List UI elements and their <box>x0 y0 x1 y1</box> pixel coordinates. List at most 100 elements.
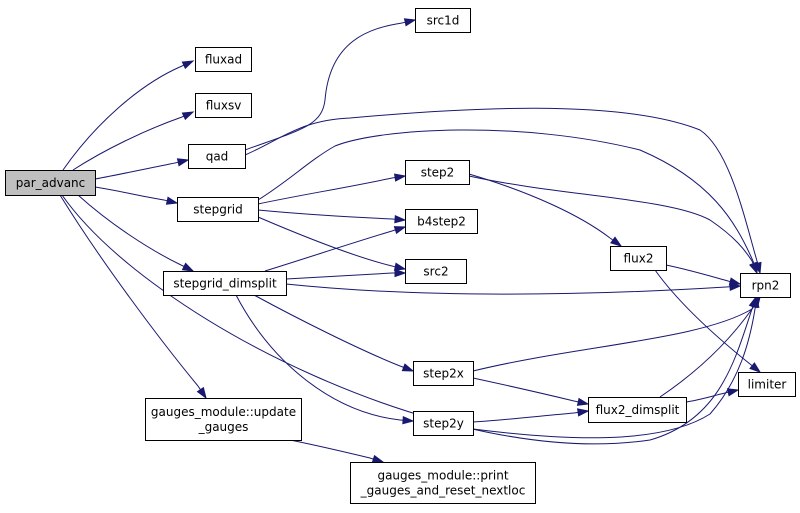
edge-line-end <box>574 412 578 413</box>
arrowhead-icon <box>729 278 740 285</box>
edge-step2y-to-flux2-dimsplit <box>473 409 588 422</box>
edge-line <box>258 210 392 219</box>
node-label: qad <box>206 150 229 164</box>
edge-line-end <box>198 386 201 390</box>
edge-gauges-update-to-gauges-print <box>290 440 383 462</box>
edge-par-advanc-to-gauges-update <box>60 195 206 398</box>
node-label: _gauges_and_reset_nextloc <box>360 484 526 498</box>
edge-line <box>469 174 610 238</box>
arrowhead-icon <box>402 364 413 371</box>
node-label: fluxsv <box>206 99 242 113</box>
edge-stepgrid-to-src2 <box>258 217 405 270</box>
node-label: rpn2 <box>752 279 780 293</box>
edge-line <box>63 66 182 170</box>
edge-flux2-dimsplit-to-limiter <box>686 389 738 402</box>
node-par-advanc[interactable]: par_advanc <box>6 171 96 196</box>
node-src1d[interactable]: src1d <box>416 9 471 33</box>
node-gauges-print[interactable]: gauges_module::print_gauges_and_reset_ne… <box>351 463 536 504</box>
node-label: stepgrid <box>193 203 242 217</box>
arrowhead-icon <box>182 112 193 119</box>
edge-par-advanc-to-fluxad <box>63 61 193 170</box>
edge-step2x-to-rpn2 <box>473 297 760 371</box>
arrowhead-icon <box>395 270 405 277</box>
edge-stepgrid-to-rpn2 <box>258 130 757 273</box>
edge-qad-to-rpn2 <box>245 108 761 273</box>
node-label: b4step2 <box>417 215 466 229</box>
node-flux2-dimsplit[interactable]: flux2_dimsplit <box>589 398 687 423</box>
arrowhead-icon <box>728 389 739 396</box>
node-label: src2 <box>423 265 448 279</box>
edge-line-end <box>574 401 578 402</box>
edge-line <box>254 295 400 366</box>
node-qad[interactable]: qad <box>189 145 246 169</box>
node-fluxad[interactable]: fluxad <box>196 48 252 72</box>
node-label: flux2 <box>624 252 654 266</box>
edge-line <box>258 217 392 266</box>
edge-par-advanc-to-qad <box>95 159 188 179</box>
edge-stepgrid-to-b4step2 <box>258 210 405 223</box>
node-label: par_advanc <box>16 176 86 190</box>
node-step2x[interactable]: step2x <box>414 362 474 386</box>
arrowhead-icon <box>750 363 760 372</box>
edge-line <box>473 309 752 371</box>
node-label: fluxad <box>205 53 242 67</box>
edge-line <box>473 378 574 401</box>
node-label: flux2_dimsplit <box>596 403 680 417</box>
edge-line-end <box>400 366 404 367</box>
node-label: step2y <box>423 417 464 431</box>
node-step2[interactable]: step2 <box>406 161 470 185</box>
edge-line <box>95 163 175 179</box>
edge-line <box>686 393 725 402</box>
node-src2[interactable]: src2 <box>406 260 467 284</box>
node-label: _gauges <box>198 420 249 434</box>
arrowhead-icon <box>395 263 406 270</box>
node-label: gauges_module::update <box>151 405 296 419</box>
edge-line <box>95 187 164 200</box>
edge-layer <box>60 19 761 463</box>
node-label: stepgrid_dimsplit <box>173 277 277 291</box>
arrowhead-icon <box>183 263 194 271</box>
arrowhead-icon <box>395 216 405 223</box>
edge-stepgrid-dimsplit-to-src2 <box>286 270 405 280</box>
arrowhead-icon <box>198 388 207 398</box>
edge-stepgrid-to-step2 <box>258 174 405 204</box>
node-label: src1d <box>427 14 460 28</box>
edge-line <box>73 117 182 170</box>
node-label: limiter <box>748 378 787 392</box>
edge-line <box>473 413 574 422</box>
arrowhead-icon <box>395 174 405 181</box>
edge-line-end <box>392 230 395 231</box>
edge-line <box>290 440 370 458</box>
edge-line <box>258 130 753 261</box>
edge-stepgrid-dimsplit-to-rpn2 <box>286 283 740 294</box>
node-label: gauges_module::print <box>377 469 508 483</box>
edge-line <box>286 284 726 294</box>
arrowhead-icon <box>578 399 589 406</box>
edge-step2-to-flux2 <box>469 174 621 246</box>
node-flux2[interactable]: flux2 <box>611 247 667 271</box>
edge-line <box>78 195 181 265</box>
edge-par-advanc-to-fluxsv <box>73 112 193 170</box>
arrowhead-icon <box>611 237 621 246</box>
edge-line <box>666 265 728 281</box>
node-step2y[interactable]: step2y <box>414 412 474 436</box>
arrowhead-icon <box>372 456 383 463</box>
edge-step2x-to-flux2-dimsplit <box>473 378 588 405</box>
node-gauges-update[interactable]: gauges_module::update_gauges <box>146 399 302 441</box>
node-stepgrid-dimsplit[interactable]: stepgrid_dimsplit <box>164 272 287 296</box>
node-label: step2x <box>423 367 464 381</box>
node-label: step2 <box>421 166 455 180</box>
node-limiter[interactable]: limiter <box>739 373 796 397</box>
edge-line <box>258 178 392 204</box>
edge-line <box>245 23 402 150</box>
edge-stepgrid-dimsplit-to-step2x <box>254 295 413 371</box>
node-stepgrid[interactable]: stepgrid <box>178 198 259 222</box>
node-rpn2[interactable]: rpn2 <box>741 274 791 298</box>
node-b4step2[interactable]: b4step2 <box>406 210 478 234</box>
arrowhead-icon <box>578 409 588 416</box>
edge-line-end <box>370 458 373 459</box>
node-fluxsv[interactable]: fluxsv <box>196 94 252 118</box>
edge-par-advanc-to-stepgrid-dimsplit <box>78 195 193 271</box>
